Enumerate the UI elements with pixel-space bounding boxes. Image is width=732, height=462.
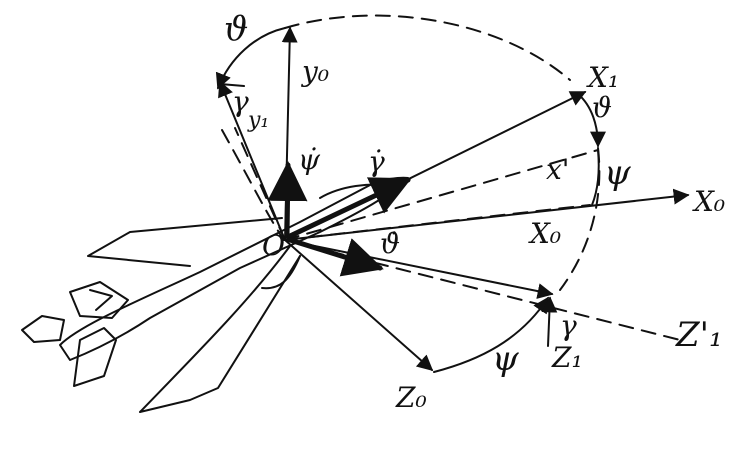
vector-psi-dot [267, 161, 308, 239]
label-gamma-top: γ [232, 85, 249, 118]
aircraft-tail-plane [21, 315, 65, 343]
label-origin: O [262, 229, 285, 262]
aircraft-tail-fin [69, 281, 129, 319]
label-theta-right: ϑ [592, 91, 613, 124]
aircraft-tail-stab-top [89, 289, 113, 311]
label-y1: y₁ [248, 108, 270, 133]
label-psi-dot: ψ̇ [298, 143, 320, 176]
label-z1: Z₁ [552, 341, 583, 374]
arc-psi-bottom [433, 296, 549, 373]
aircraft-tail-rudder [73, 327, 117, 387]
vector-theta-dot [287, 237, 384, 277]
axis-x0 [284, 188, 690, 241]
dashed-arc-top [284, 14, 571, 81]
vector-gamma-bottom [541, 296, 558, 347]
arc-theta-right [577, 93, 606, 148]
vector-gamma-dot [287, 177, 412, 239]
label-theta-dot: ϑ̇ [380, 227, 401, 260]
dashed-arc-right [559, 147, 601, 291]
arc-gamma-top [219, 83, 245, 87]
label-psi-bottom: ψ [492, 339, 519, 379]
label-theta-top: ϑ [224, 9, 249, 49]
axis-z0 [284, 239, 434, 372]
label-z1-prime: Z'₁ [676, 315, 723, 355]
label-x0-proj: X₀ [530, 217, 562, 250]
label-gamma-bottom: γ [560, 309, 577, 342]
label-x1: X₁ [588, 61, 620, 94]
axis-x0-proj-dashed [284, 204, 591, 241]
y1-dashed-extension [234, 127, 286, 241]
label-gamma-dot: γ̇ [368, 145, 385, 178]
axis-z1 [284, 239, 554, 299]
label-y0: y₀ [302, 55, 330, 88]
dashed-arc-left [221, 129, 285, 241]
label-x0-axis: X₀ [694, 185, 726, 218]
label-psi-right: ψ [604, 153, 631, 193]
aircraft-wing-right [139, 245, 301, 413]
axis-x-prime-dashed [284, 149, 599, 241]
arc-psi-right [591, 149, 600, 206]
arc-theta-top [215, 27, 286, 90]
aircraft-wing-left [87, 217, 283, 267]
label-x-prime: x' [546, 153, 570, 186]
label-z0: Z₀ [396, 381, 427, 414]
arc-fuselage-roll [261, 255, 301, 290]
